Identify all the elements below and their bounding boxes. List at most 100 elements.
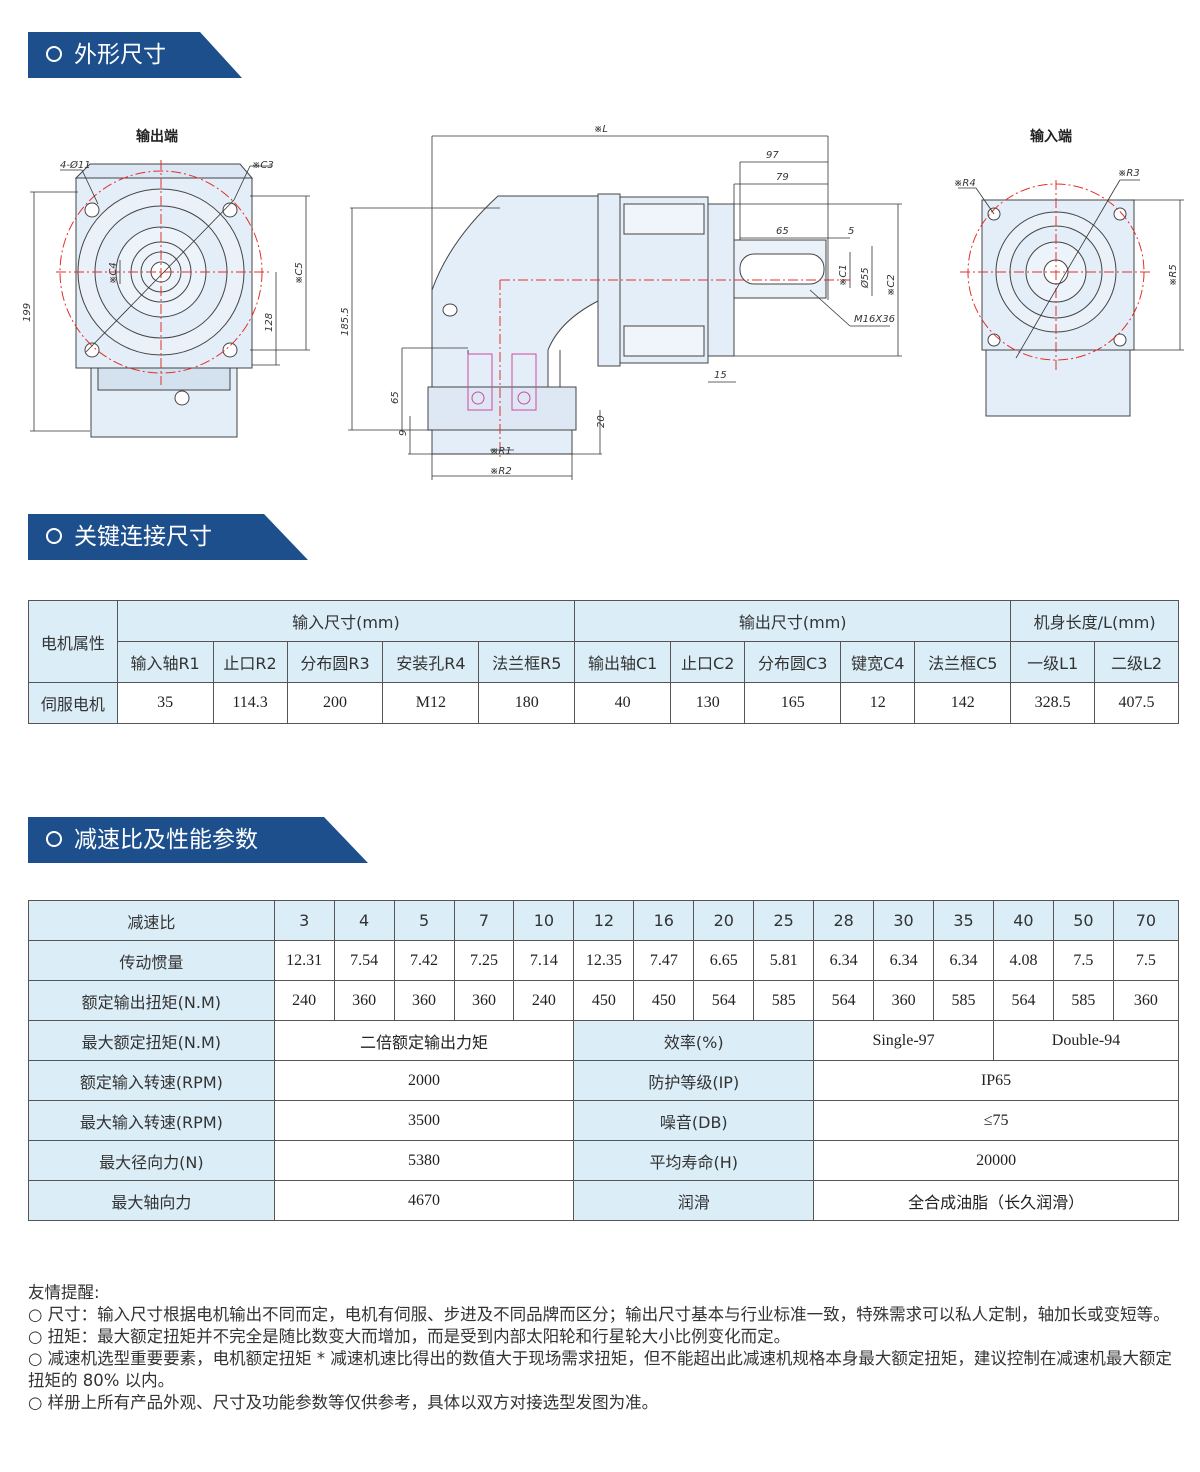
dim-c5: ※C5 [294, 262, 305, 284]
section-banner-dimensions: 外形尺寸 [28, 32, 242, 78]
table-cell: 180 [478, 682, 576, 724]
dim-185-5: 185.5 [340, 307, 351, 336]
column-header: 输出轴C1 [574, 641, 672, 683]
dim-r3: ※R3 [1118, 168, 1140, 179]
table-cell: 360 [453, 980, 515, 1021]
dim-128: 128 [264, 313, 275, 332]
table-cell: 12.31 [273, 940, 335, 981]
row-label: 最大输入转速(RPM) [28, 1100, 275, 1141]
table-row: 最大额定扭矩(N.M) 二倍额定输出力矩 效率(%) Single-97 Dou… [28, 1020, 1180, 1061]
table-cell: 165 [744, 682, 842, 724]
table-cell: 240 [513, 980, 575, 1021]
table-row: 最大轴向力 4670 润滑 全合成油脂（长久润滑） [28, 1180, 1179, 1221]
row-label: 平均寿命(H) [573, 1140, 815, 1181]
table-cell: 12 [840, 682, 916, 724]
column-header: 键宽C4 [840, 641, 916, 683]
row-label: 防护等级(IP) [573, 1060, 815, 1101]
column-header: 二级L2 [1094, 641, 1179, 683]
table-cell: 200 [286, 682, 384, 724]
table-cell: 2000 [273, 1060, 575, 1101]
table-cell: 16 [633, 900, 695, 941]
table-cell: 全合成油脂（长久润滑） [813, 1180, 1179, 1221]
row-label: 效率(%) [573, 1020, 815, 1061]
section-title: 关键连接尺寸 [74, 524, 212, 550]
table-cell: 564 [992, 980, 1054, 1021]
table-cell: 328.5 [1010, 682, 1096, 724]
row-label: 额定输出扭矩(N.M) [28, 980, 275, 1021]
table-cell: 130 [670, 682, 746, 724]
table-cell: 3500 [273, 1100, 575, 1141]
dim-15: 15 [714, 370, 727, 381]
output-dims-header: 输出尺寸(mm) [574, 600, 1012, 642]
table-cell: 7.47 [633, 940, 695, 981]
output-end-label: 输出端 [136, 129, 178, 145]
table-cell: 7 [453, 900, 515, 941]
table-cell: 360 [1112, 980, 1180, 1021]
table-cell: 3 [273, 900, 335, 941]
dim-97: 97 [766, 150, 779, 161]
note-item: ○ 减速机选型重要要素，电机额定扭矩 * 减速机速比得出的数值大于现场需求扭矩，… [28, 1349, 1172, 1390]
input-dims-header: 输入尺寸(mm) [116, 600, 576, 642]
table-cell: 6.34 [873, 940, 935, 981]
section-title: 外形尺寸 [74, 42, 166, 68]
table-row: 最大输入转速(RPM) 3500 噪音(DB) ≤75 [28, 1100, 1179, 1141]
row-label: 传动惯量 [28, 940, 275, 981]
table-row: 传动惯量 12.31 7.54 7.42 7.25 7.14 12.35 7.4… [28, 940, 1180, 981]
column-header: 法兰框C5 [914, 641, 1012, 683]
note-item: ○ 样册上所有产品外观、尺寸及功能参数等仅供参考，具体以双方对接选型发图为准。 [28, 1393, 659, 1412]
table-cell: 二倍额定输出力矩 [273, 1020, 575, 1061]
table-cell: M12 [382, 682, 480, 724]
table-cell: Single-97 [813, 1020, 994, 1061]
dim-r5: ※R5 [1168, 264, 1179, 286]
table-cell: 240 [273, 980, 335, 1021]
row-label: 减速比 [28, 900, 275, 941]
dim-9: 9 [398, 430, 409, 436]
section-title: 减速比及性能参数 [74, 827, 258, 853]
column-header: 安装孔R4 [382, 641, 480, 683]
dim-l: ※L [594, 124, 608, 135]
table-row: 减速比 3 4 5 7 10 12 16 20 25 28 30 35 40 5… [28, 900, 1180, 941]
row-label: 最大轴向力 [28, 1180, 275, 1221]
table-cell: 5 [393, 900, 455, 941]
circle-bullet-icon [46, 45, 62, 62]
table-cell: 585 [1052, 980, 1114, 1021]
performance-table: 减速比 3 4 5 7 10 12 16 20 25 28 30 35 40 5… [28, 900, 1180, 1221]
table-cell: 5380 [273, 1140, 575, 1181]
row-label: 额定输入转速(RPM) [28, 1060, 275, 1101]
table-cell: 7.54 [333, 940, 395, 981]
table-cell: 70 [1112, 900, 1180, 941]
table-row: 额定输入转速(RPM) 2000 防护等级(IP) IP65 [28, 1060, 1179, 1101]
table-cell: 7.14 [513, 940, 575, 981]
output-end-view [74, 163, 254, 438]
dim-r2: ※R2 [490, 466, 512, 477]
table-cell: 564 [693, 980, 755, 1021]
table-cell: 4 [333, 900, 395, 941]
table-cell: ≤75 [813, 1100, 1179, 1141]
table-cell: 12 [573, 900, 635, 941]
dim-79: 79 [776, 172, 789, 183]
row-label: 最大额定扭矩(N.M) [28, 1020, 275, 1061]
row-label: 最大径向力(N) [28, 1140, 275, 1181]
table-cell: 360 [333, 980, 395, 1021]
table-cell: 564 [813, 980, 875, 1021]
table-cell: 40 [992, 900, 1054, 941]
dim-c2: ※C2 [886, 274, 897, 296]
table-cell: 30 [873, 900, 935, 941]
circle-bullet-icon [46, 527, 62, 544]
column-header: 法兰框R5 [478, 641, 576, 683]
table-cell: 6.65 [693, 940, 755, 981]
table-cell: 4.08 [992, 940, 1054, 981]
side-view [427, 193, 827, 455]
notes-title: 友情提醒: [28, 1283, 100, 1302]
motor-attr-header: 电机属性 [28, 600, 118, 683]
dim-65-left: 65 [390, 391, 401, 404]
dim-r4: ※R4 [954, 178, 976, 189]
table-cell: 7.42 [393, 940, 455, 981]
dim-c4: ※C4 [108, 262, 119, 284]
table-cell: 7.5 [1112, 940, 1180, 981]
table-cell: 360 [393, 980, 455, 1021]
table-row: 额定输出扭矩(N.M) 240 360 360 360 240 450 450 … [28, 980, 1180, 1021]
row-label: 伺服电机 [28, 682, 118, 724]
table-cell: 40 [574, 682, 672, 724]
table-cell: 450 [573, 980, 635, 1021]
